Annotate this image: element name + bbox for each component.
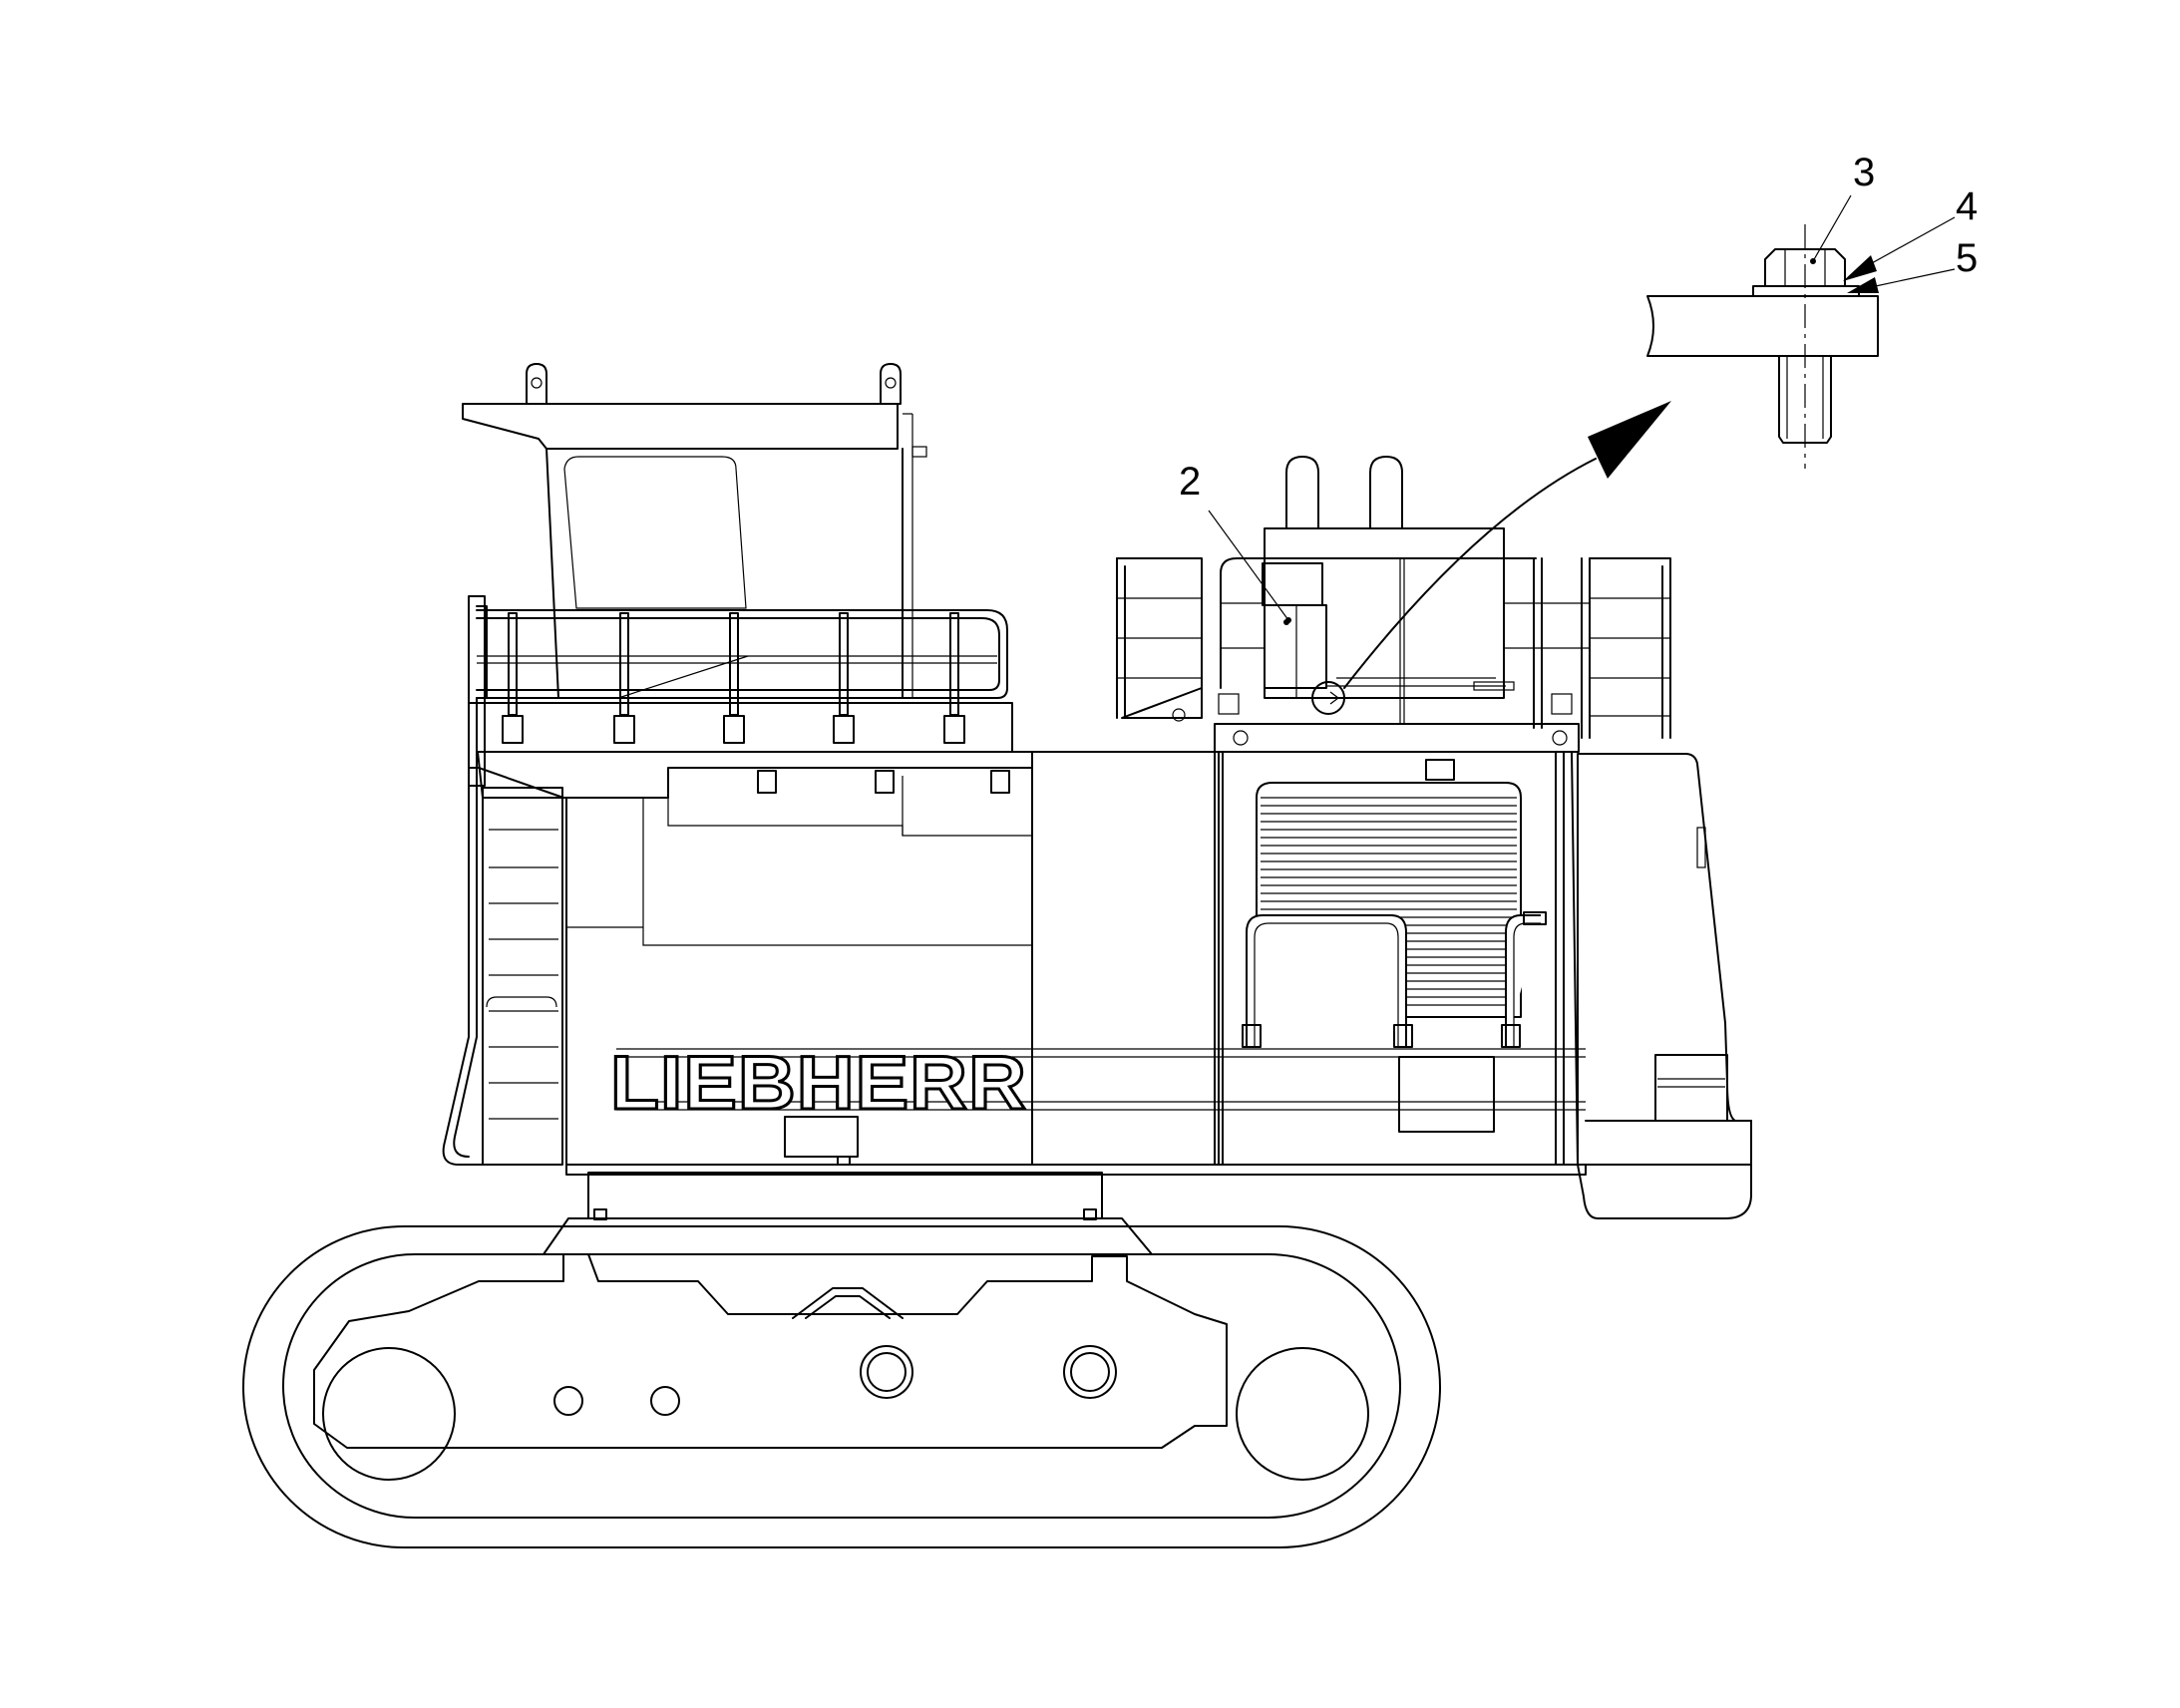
crawler-track [242, 1172, 1441, 1548]
counterweight [1577, 753, 1752, 1219]
operator-cab [462, 363, 927, 699]
engine-housing [1214, 751, 1579, 1166]
callout-5: 5 [1956, 236, 1978, 280]
left-deck-railing [468, 595, 1033, 799]
engine-deck [1116, 456, 1671, 753]
bolt-detail-inset [1646, 224, 1879, 469]
access-ladder [442, 697, 563, 1166]
brand-lettering: LIEBHERR [610, 1041, 1027, 1126]
callout-2: 2 [1179, 460, 1201, 504]
callout-4: 4 [1956, 184, 1978, 228]
callout-3: 3 [1853, 151, 1875, 194]
callout-leaders [1208, 194, 1956, 715]
